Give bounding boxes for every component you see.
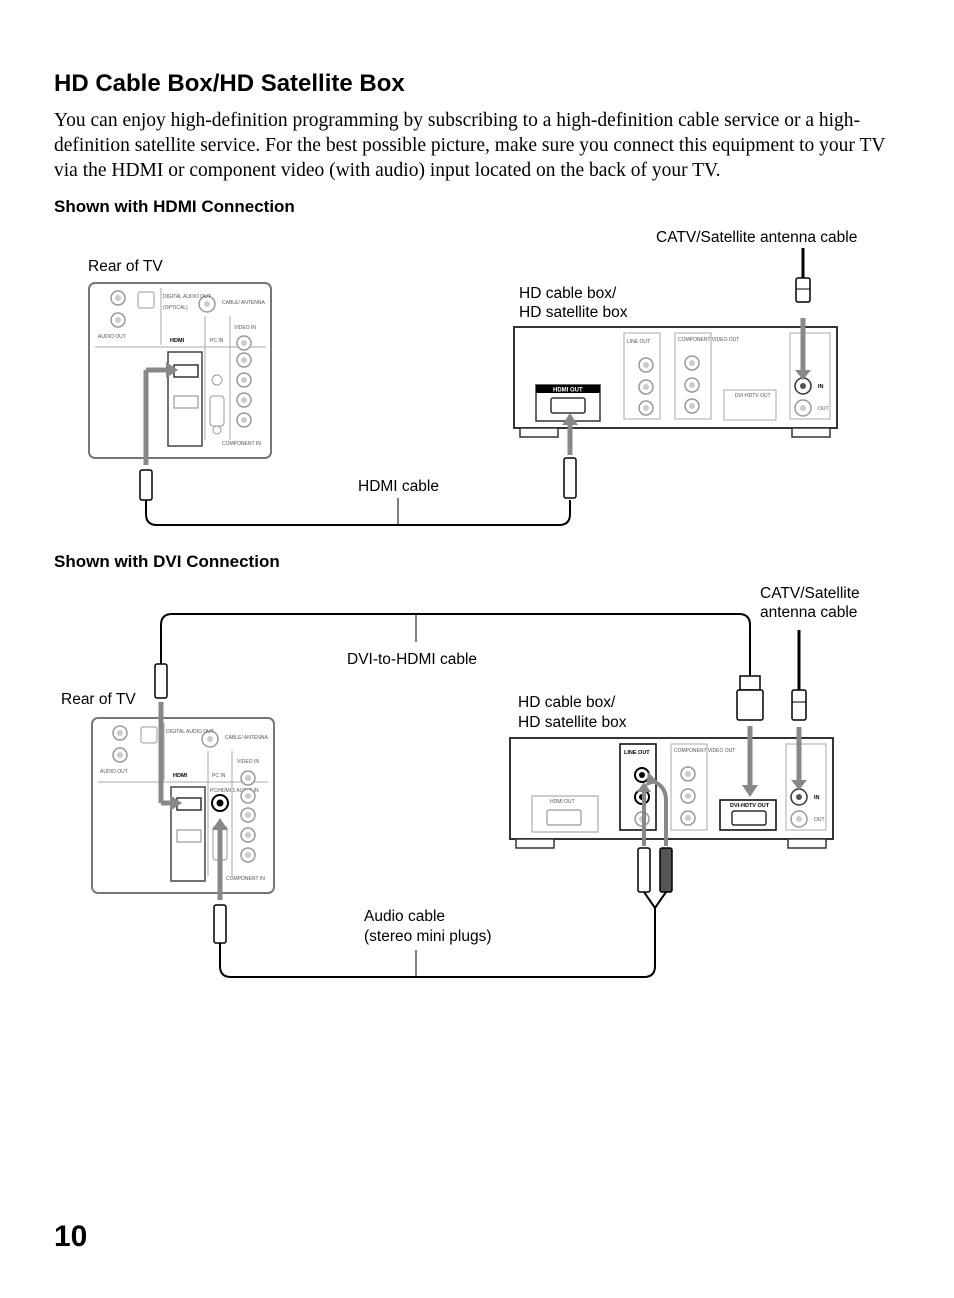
box2-out-text: OUT [814, 817, 825, 823]
tv-optical-text: (OPTICAL) [163, 305, 188, 311]
hdmi-cable [139, 362, 578, 526]
antenna-cable-2 [791, 630, 807, 790]
box-hdmi-out-text: HDMI OUT [553, 388, 583, 394]
tv2-pc-hdmi-audio-text: PC/HDMI 1 AUDIO IN [210, 788, 259, 794]
audio-cable [212, 772, 673, 978]
dvi-antenna-label-2: antenna cable [760, 604, 858, 621]
tv-rear-panel-2: AUDIO OUT DIGITAL AUDIO OUT CABLE/ ANTEN… [91, 717, 275, 894]
tv2-component-in-text: COMPONENT IN [226, 876, 265, 882]
tv2-video-in-text: VIDEO IN [237, 759, 259, 765]
tv-hdmi-logo: HDMI [170, 338, 185, 344]
hdmi-antenna-label: CATV/Satellite antenna cable [656, 229, 858, 246]
hdmi-box-label-2: HD satellite box [519, 304, 628, 321]
tv-pc-in-text: PC IN [210, 338, 224, 344]
dvi-section-heading: Shown with DVI Connection [54, 552, 280, 571]
page-title: HD Cable Box/HD Satellite Box [54, 70, 405, 97]
tv-component-in-text: COMPONENT IN [222, 441, 261, 447]
hdmi-rear-tv-label: Rear of TV [88, 258, 163, 275]
tv2-cable-antenna-text: CABLE/ ANTENNA [225, 735, 268, 741]
tv2-hdmi-logo: HDMI [173, 773, 188, 779]
tv-rear-panel: AUDIO OUT DIGITAL AUDIO OUT (OPTICAL) CA… [88, 282, 272, 459]
box2-hdmi-out-text: HDMI OUT [550, 799, 575, 805]
dvi-rear-tv-label: Rear of TV [61, 691, 136, 708]
audio-cable-label-2: (stereo mini plugs) [364, 928, 492, 945]
box2-line-out-text: LINE OUT [624, 750, 650, 756]
antenna-cable [795, 248, 811, 380]
hdmi-section-heading: Shown with HDMI Connection [54, 197, 295, 216]
tv-video-in-text: VIDEO IN [234, 325, 256, 331]
hdmi-cable-label: HDMI cable [358, 478, 439, 495]
tv2-digital-audio-text: DIGITAL AUDIO OUT [166, 729, 214, 735]
intro-paragraph: You can enjoy high-definition programmin… [54, 110, 886, 181]
box-in-text: IN [818, 384, 824, 390]
tv-cable-antenna-text: CABLE/ ANTENNA [222, 300, 265, 306]
tv-digital-audio-text: DIGITAL AUDIO OUT [163, 294, 211, 300]
box-line-out-text: LINE OUT [627, 339, 650, 345]
box2-in-text: IN [814, 795, 820, 801]
box2-component-out-text: COMPONENT VIDEO OUT [674, 748, 735, 754]
dvi-cable-label: DVI-to-HDMI cable [347, 651, 478, 668]
dvi-to-hdmi-cable [154, 613, 764, 811]
hdmi-box-label-1: HD cable box/ [519, 285, 617, 302]
box-out-text: OUT [818, 406, 829, 412]
dvi-antenna-label-1: CATV/Satellite [760, 585, 860, 602]
dvi-diagram: AUDIO OUT DIGITAL AUDIO OUT CABLE/ ANTEN… [91, 613, 834, 978]
tv-audio-out-text: AUDIO OUT [98, 334, 126, 340]
hd-cable-box: LINE OUT COMPONENT VIDEO OUT HDMI OUT DV… [513, 326, 838, 438]
tv2-audio-out-text: AUDIO OUT [100, 769, 128, 775]
dvi-box-label-2: HD satellite box [518, 714, 627, 731]
box2-dvi-out-text: DVI-HDTV OUT [730, 803, 770, 809]
tv2-pc-in-text: PC IN [212, 773, 226, 779]
hd-cable-box-2: LINE OUT COMPONENT VIDEO OUT HDMI OUT DV… [509, 737, 834, 849]
dvi-box-label-1: HD cable box/ [518, 694, 616, 711]
page-number: 10 [54, 1220, 88, 1253]
audio-cable-label-1: Audio cable [364, 908, 446, 925]
hdmi-diagram: AUDIO OUT DIGITAL AUDIO OUT (OPTICAL) CA… [88, 248, 838, 526]
box-dvi-out-text: DVI-HDTV OUT [735, 393, 771, 399]
box-component-out-text: COMPONENT VIDEO OUT [678, 337, 739, 343]
